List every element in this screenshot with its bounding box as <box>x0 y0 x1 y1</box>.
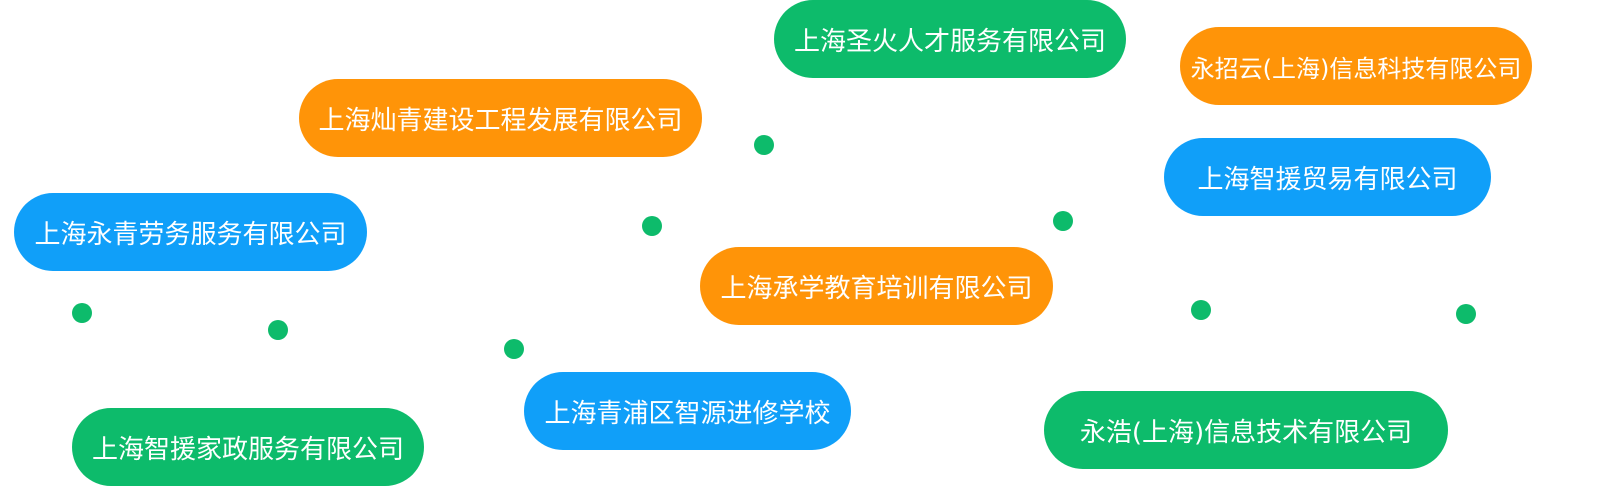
decor-dot <box>1191 300 1211 320</box>
decor-dot <box>504 339 524 359</box>
decor-dot <box>72 303 92 323</box>
decor-dot <box>1456 304 1476 324</box>
company-tag-yonghao[interactable]: 永浩(上海)信息技术有限公司 <box>1044 391 1448 469</box>
decor-dot <box>268 320 288 340</box>
decor-dot <box>1053 211 1073 231</box>
company-tag-yongqing[interactable]: 上海永青劳务服务有限公司 <box>14 193 367 271</box>
company-tag-zhiyuan-housekeeping[interactable]: 上海智援家政服务有限公司 <box>72 408 424 486</box>
decor-dot <box>754 135 774 155</box>
decor-dot <box>642 216 662 236</box>
company-tag-canqing[interactable]: 上海灿青建设工程发展有限公司 <box>299 79 702 157</box>
company-tag-zhiyuan-trade[interactable]: 上海智援贸易有限公司 <box>1164 138 1491 216</box>
company-tag-yongzhaoyun[interactable]: 永招云(上海)信息科技有限公司 <box>1180 27 1532 105</box>
company-tag-shenghuo[interactable]: 上海圣火人才服务有限公司 <box>774 0 1126 78</box>
company-tag-chengxue[interactable]: 上海承学教育培训有限公司 <box>700 247 1053 325</box>
company-tag-zhiyuan-school[interactable]: 上海青浦区智源进修学校 <box>524 372 851 450</box>
